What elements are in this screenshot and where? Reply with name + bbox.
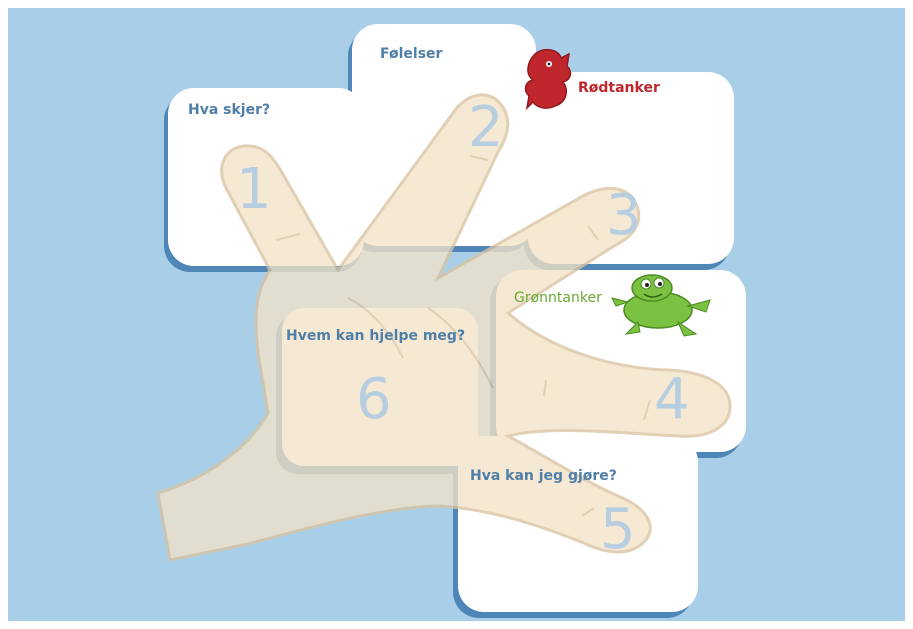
diagram-canvas: 1 2 3 4 5 6: [8, 8, 905, 621]
label-rodtanker: Rødtanker: [578, 80, 660, 96]
number-6: 6: [356, 367, 392, 432]
label-hva-kan-jeg-gjore: Hva kan jeg gjøre?: [470, 468, 617, 484]
number-2: 2: [468, 95, 504, 160]
label-hvem-kan-hjelpe-meg: Hvem kan hjelpe meg?: [286, 328, 465, 344]
number-4: 4: [654, 367, 690, 432]
label-hva-skjer: Hva skjer?: [188, 102, 270, 118]
label-gronntanker: Grønntanker: [514, 290, 602, 306]
red-creature-icon: [526, 50, 571, 108]
number-5: 5: [600, 497, 636, 562]
hand-diagram: 1 2 3 4 5 6 Hva skjer? Følelser Rødtanke…: [8, 8, 905, 621]
number-1: 1: [236, 157, 272, 222]
label-folelser: Følelser: [380, 46, 442, 62]
number-3: 3: [606, 183, 642, 248]
